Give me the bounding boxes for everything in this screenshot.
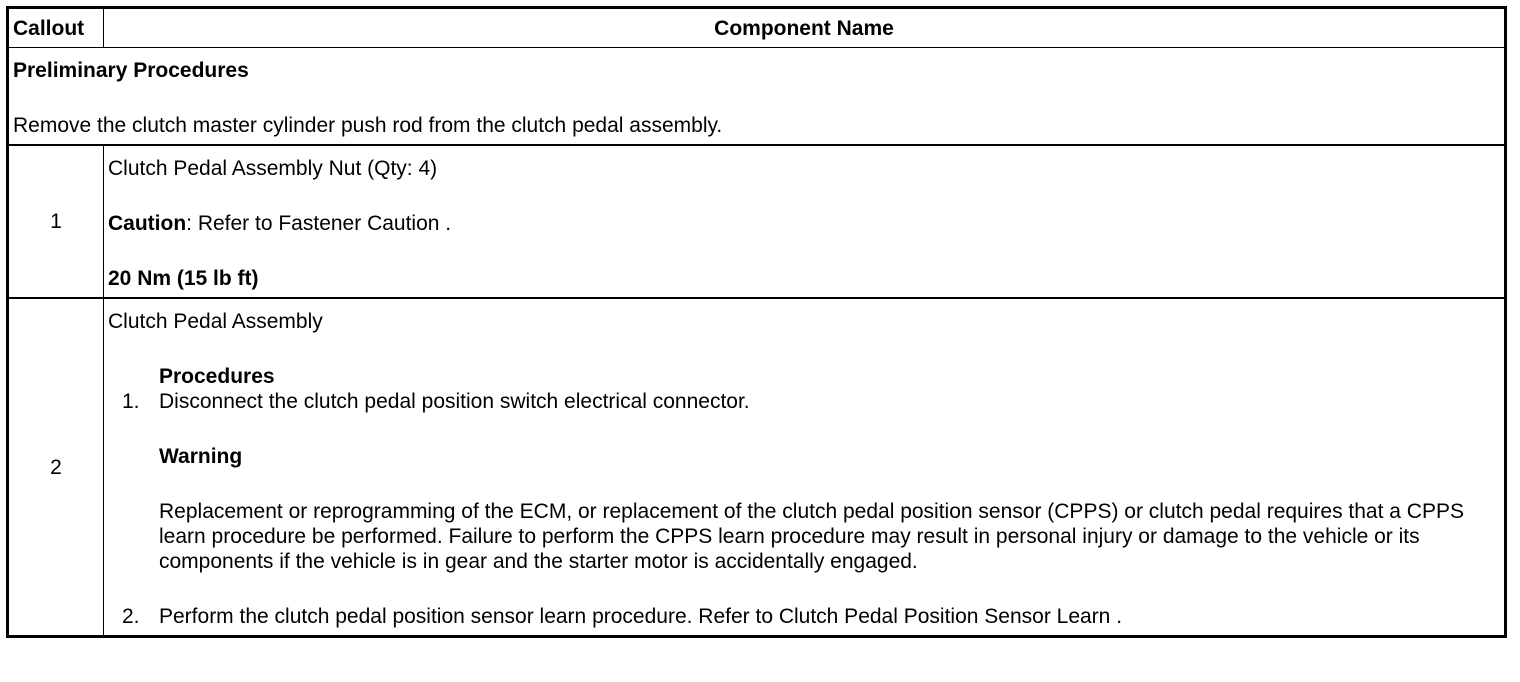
warning-text: Replacement or reprogramming of the ECM,… — [159, 500, 1464, 573]
procedures-heading: Procedures — [159, 365, 275, 388]
component-table: Callout Component Name Preliminary Proce… — [8, 8, 1505, 636]
callout-column-header: Callout — [8, 8, 104, 48]
procedure-step: 1. Disconnect the clutch pedal position … — [108, 389, 1500, 574]
procedure-step: 2. Perform the clutch pedal position sen… — [108, 604, 1500, 629]
callout-number: 2 — [8, 297, 104, 636]
preliminary-procedures-cell: Preliminary Procedures Remove the clutch… — [8, 47, 1505, 146]
preliminary-procedures-text: Remove the clutch master cylinder push r… — [13, 114, 723, 137]
caution-note: Caution: Refer to Fastener Caution . — [108, 211, 1500, 236]
preliminary-procedures-heading: Preliminary Procedures — [13, 59, 249, 82]
preliminary-procedures-row: Preliminary Procedures Remove the clutch… — [8, 47, 1505, 146]
table-row: 2 Clutch Pedal Assembly Procedures 1. Di… — [8, 297, 1505, 636]
step-number: 2. — [122, 605, 140, 628]
component-table-container: Callout Component Name Preliminary Proce… — [6, 6, 1507, 638]
component-name: Clutch Pedal Assembly Nut (Qty: 4) — [108, 157, 438, 180]
warning-heading: Warning — [159, 445, 243, 468]
torque-spec: 20 Nm (15 lb ft) — [108, 267, 259, 290]
component-description: Clutch Pedal Assembly Nut (Qty: 4) Cauti… — [103, 144, 1505, 299]
table-row: 1 Clutch Pedal Assembly Nut (Qty: 4) Cau… — [8, 144, 1505, 299]
component-description: Clutch Pedal Assembly Procedures 1. Disc… — [103, 297, 1505, 636]
component-name-column-header: Component Name — [103, 8, 1505, 48]
table-header-row: Callout Component Name — [8, 8, 1505, 48]
step-number: 1. — [122, 390, 140, 413]
component-name: Clutch Pedal Assembly — [108, 310, 323, 333]
caution-label: Caution — [108, 212, 187, 235]
callout-number: 1 — [8, 144, 104, 299]
step-text: Perform the clutch pedal position sensor… — [159, 605, 1123, 628]
procedure-steps: 1. Disconnect the clutch pedal position … — [108, 389, 1500, 629]
step-text: Disconnect the clutch pedal position swi… — [159, 390, 750, 413]
caution-text: : Refer to Fastener Caution . — [186, 212, 452, 235]
